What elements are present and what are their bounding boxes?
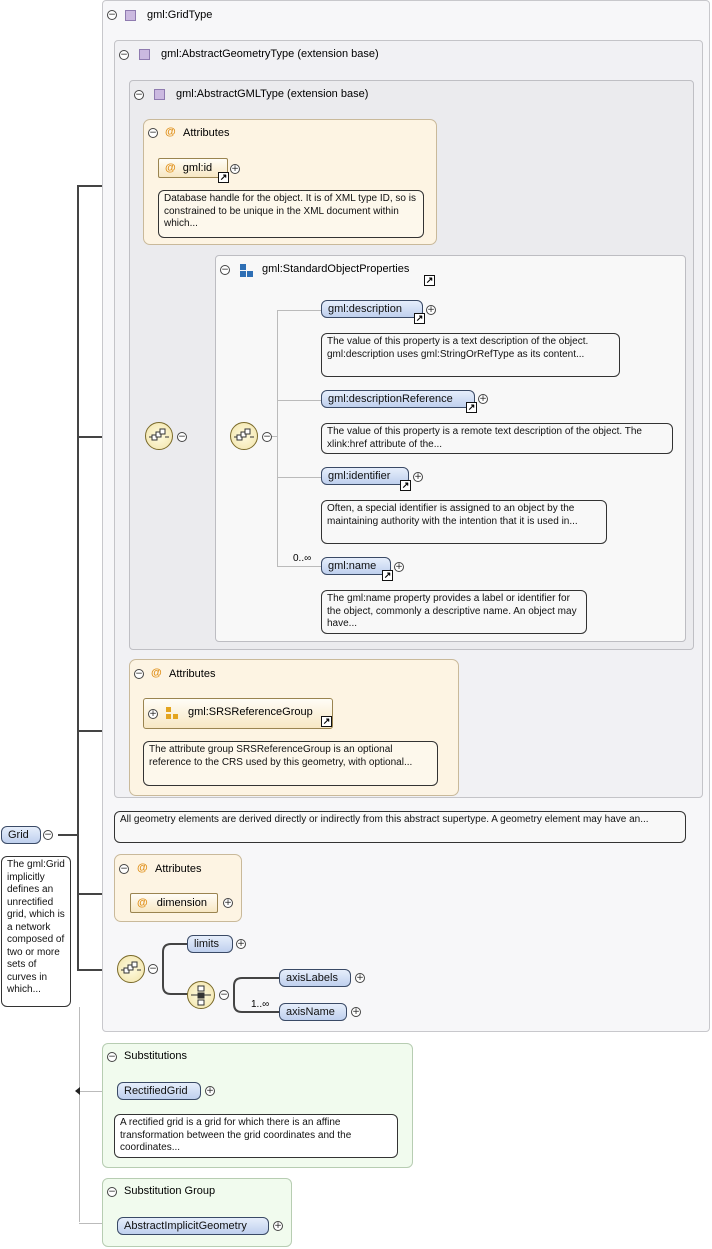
gml-id-doc: Database handle for the object. It is of… <box>158 190 424 238</box>
choice-compositor-inner-icon[interactable] <box>230 422 258 450</box>
abstract-implicit-geometry-expand-icon[interactable]: + <box>273 1221 283 1231</box>
substitution-link-line <box>79 1091 116 1092</box>
branch-description <box>277 310 321 311</box>
choice-collapse-icon[interactable]: − <box>177 432 187 442</box>
root-trunk-line <box>77 186 79 971</box>
choice-compositor-icon[interactable] <box>145 422 173 450</box>
branch-description-reference <box>277 400 321 401</box>
standard-props-title: gml:StandardObjectProperties <box>262 263 410 275</box>
substitution-tree-line <box>79 1007 80 1222</box>
axis-name-element[interactable]: axisName <box>279 1003 347 1021</box>
grid-root-collapse-icon[interactable]: − <box>43 830 53 840</box>
rectified-grid-doc: A rectified grid is a grid for which the… <box>114 1114 398 1158</box>
attributes-title: Attributes <box>169 668 216 680</box>
srs-doc: The attribute group SRSReferenceGroup is… <box>143 741 438 786</box>
gml-identifier-element[interactable]: gml:identifier <box>321 467 409 485</box>
grid-type-collapse-icon[interactable]: − <box>107 10 117 20</box>
srs-reference-group[interactable]: + gml:SRSReferenceGroup <box>143 698 333 729</box>
gml-name-doc: The gml:name property provides a label o… <box>321 590 587 634</box>
grid-type-title: gml:GridType <box>147 9 213 21</box>
srs-link-icon[interactable]: ↗ <box>321 716 332 727</box>
attributes-collapse-icon[interactable]: − <box>119 864 129 874</box>
abstract-implicit-geometry-element[interactable]: AbstractImplicitGeometry <box>117 1217 269 1235</box>
substitutions-title: Substitutions <box>124 1050 187 1062</box>
attribute-icon: @ <box>137 897 148 909</box>
choice-inner-collapse-icon[interactable]: − <box>262 432 272 442</box>
choice-branch-line <box>277 310 278 566</box>
gml-name-link-icon[interactable]: ↗ <box>382 570 393 581</box>
gml-identifier-link-icon[interactable]: ↗ <box>400 480 411 491</box>
branch-identifier <box>277 477 321 478</box>
gml-name-expand-icon[interactable]: + <box>394 562 404 572</box>
choice-compositor-axis-icon[interactable] <box>187 981 215 1009</box>
limits-element[interactable]: limits <box>187 935 233 953</box>
attribute-icon: @ <box>165 162 176 174</box>
sequence-compositor-icon[interactable] <box>117 955 145 983</box>
attribute-icon: @ <box>137 862 148 874</box>
axis-labels-expand-icon[interactable]: + <box>355 973 365 983</box>
substitution-arrow-icon <box>75 1087 80 1095</box>
gml-description-reference-doc: The value of this property is a remote t… <box>321 423 673 454</box>
abstract-geometry-type-title: gml:AbstractGeometryType (extension base… <box>161 48 379 60</box>
axis-labels-element[interactable]: axisLabels <box>279 969 351 987</box>
dimension-attribute[interactable]: @ dimension <box>130 893 218 913</box>
sequence-branch-lines <box>162 943 280 1013</box>
attributes-title: Attributes <box>155 863 202 875</box>
branch-stem <box>268 436 278 437</box>
axis-name-occurs: 1..∞ <box>251 999 270 1010</box>
rectified-grid-expand-icon[interactable]: + <box>205 1086 215 1096</box>
gml-identifier-expand-icon[interactable]: + <box>413 472 423 482</box>
complex-type-icon <box>139 49 150 60</box>
gml-name-element[interactable]: gml:name <box>321 557 391 575</box>
abstract-geometry-collapse-icon[interactable]: − <box>119 50 129 60</box>
gml-description-link-icon[interactable]: ↗ <box>414 313 425 324</box>
attributes-title: Attributes <box>183 127 230 139</box>
dimension-label: dimension <box>156 897 207 909</box>
gml-id-expand-icon[interactable]: + <box>230 164 240 174</box>
gml-description-reference-expand-icon[interactable]: + <box>478 394 488 404</box>
substitution-group-pane: − Substitution Group <box>102 1178 292 1247</box>
gml-name-occurs: 0..∞ <box>293 553 312 564</box>
connector-sequence <box>77 969 117 971</box>
axis-name-expand-icon[interactable]: + <box>351 1007 361 1017</box>
gml-description-expand-icon[interactable]: + <box>426 305 436 315</box>
dimension-expand-icon[interactable]: + <box>223 898 233 908</box>
gml-description-reference-element[interactable]: gml:descriptionReference <box>321 390 475 408</box>
attributes-collapse-icon[interactable]: − <box>148 128 158 138</box>
substitution-group-title: Substitution Group <box>124 1185 216 1197</box>
abstract-gml-type-title: gml:AbstractGMLType (extension base) <box>176 88 369 100</box>
gml-description-element[interactable]: gml:description <box>321 300 423 318</box>
srs-label: gml:SRSReferenceGroup <box>188 706 313 718</box>
connector-root <box>58 834 79 836</box>
gml-description-doc: The value of this property is a text des… <box>321 333 620 377</box>
attribute-group-icon <box>166 707 179 720</box>
sequence-collapse-icon[interactable]: − <box>148 964 158 974</box>
attributes-collapse-icon[interactable]: − <box>134 669 144 679</box>
srs-expand-icon[interactable]: + <box>148 709 158 719</box>
group-icon <box>240 264 254 278</box>
abstract-gml-collapse-icon[interactable]: − <box>134 90 144 100</box>
complex-type-icon <box>154 89 165 100</box>
gml-id-link-icon[interactable]: ↗ <box>218 172 229 183</box>
complex-type-icon <box>125 10 136 21</box>
attribute-icon: @ <box>151 667 162 679</box>
gml-identifier-doc: Often, a special identifier is assigned … <box>321 500 607 544</box>
attribute-icon: @ <box>165 126 176 138</box>
standard-props-collapse-icon[interactable]: − <box>220 265 230 275</box>
rectified-grid-element[interactable]: RectifiedGrid <box>117 1082 201 1100</box>
grid-root-element[interactable]: Grid <box>1 826 41 844</box>
gml-id-label: gml:id <box>182 162 213 174</box>
abstract-geometry-doc: All geometry elements are derived direct… <box>114 811 686 843</box>
gml-id-attribute[interactable]: @ gml:id <box>158 158 228 178</box>
substitution-group-link-line <box>79 1223 116 1224</box>
substitutions-collapse-icon[interactable]: − <box>107 1052 117 1062</box>
choice-axis-collapse-icon[interactable]: − <box>219 990 229 1000</box>
standard-props-link-icon[interactable]: ↗ <box>424 275 435 286</box>
branch-name <box>277 566 321 567</box>
gml-description-reference-link-icon[interactable]: ↗ <box>466 402 477 413</box>
limits-expand-icon[interactable]: + <box>236 939 246 949</box>
grid-root-doc: The gml:Grid implicitly defines an unrec… <box>1 856 71 1007</box>
substitution-group-collapse-icon[interactable]: − <box>107 1187 117 1197</box>
